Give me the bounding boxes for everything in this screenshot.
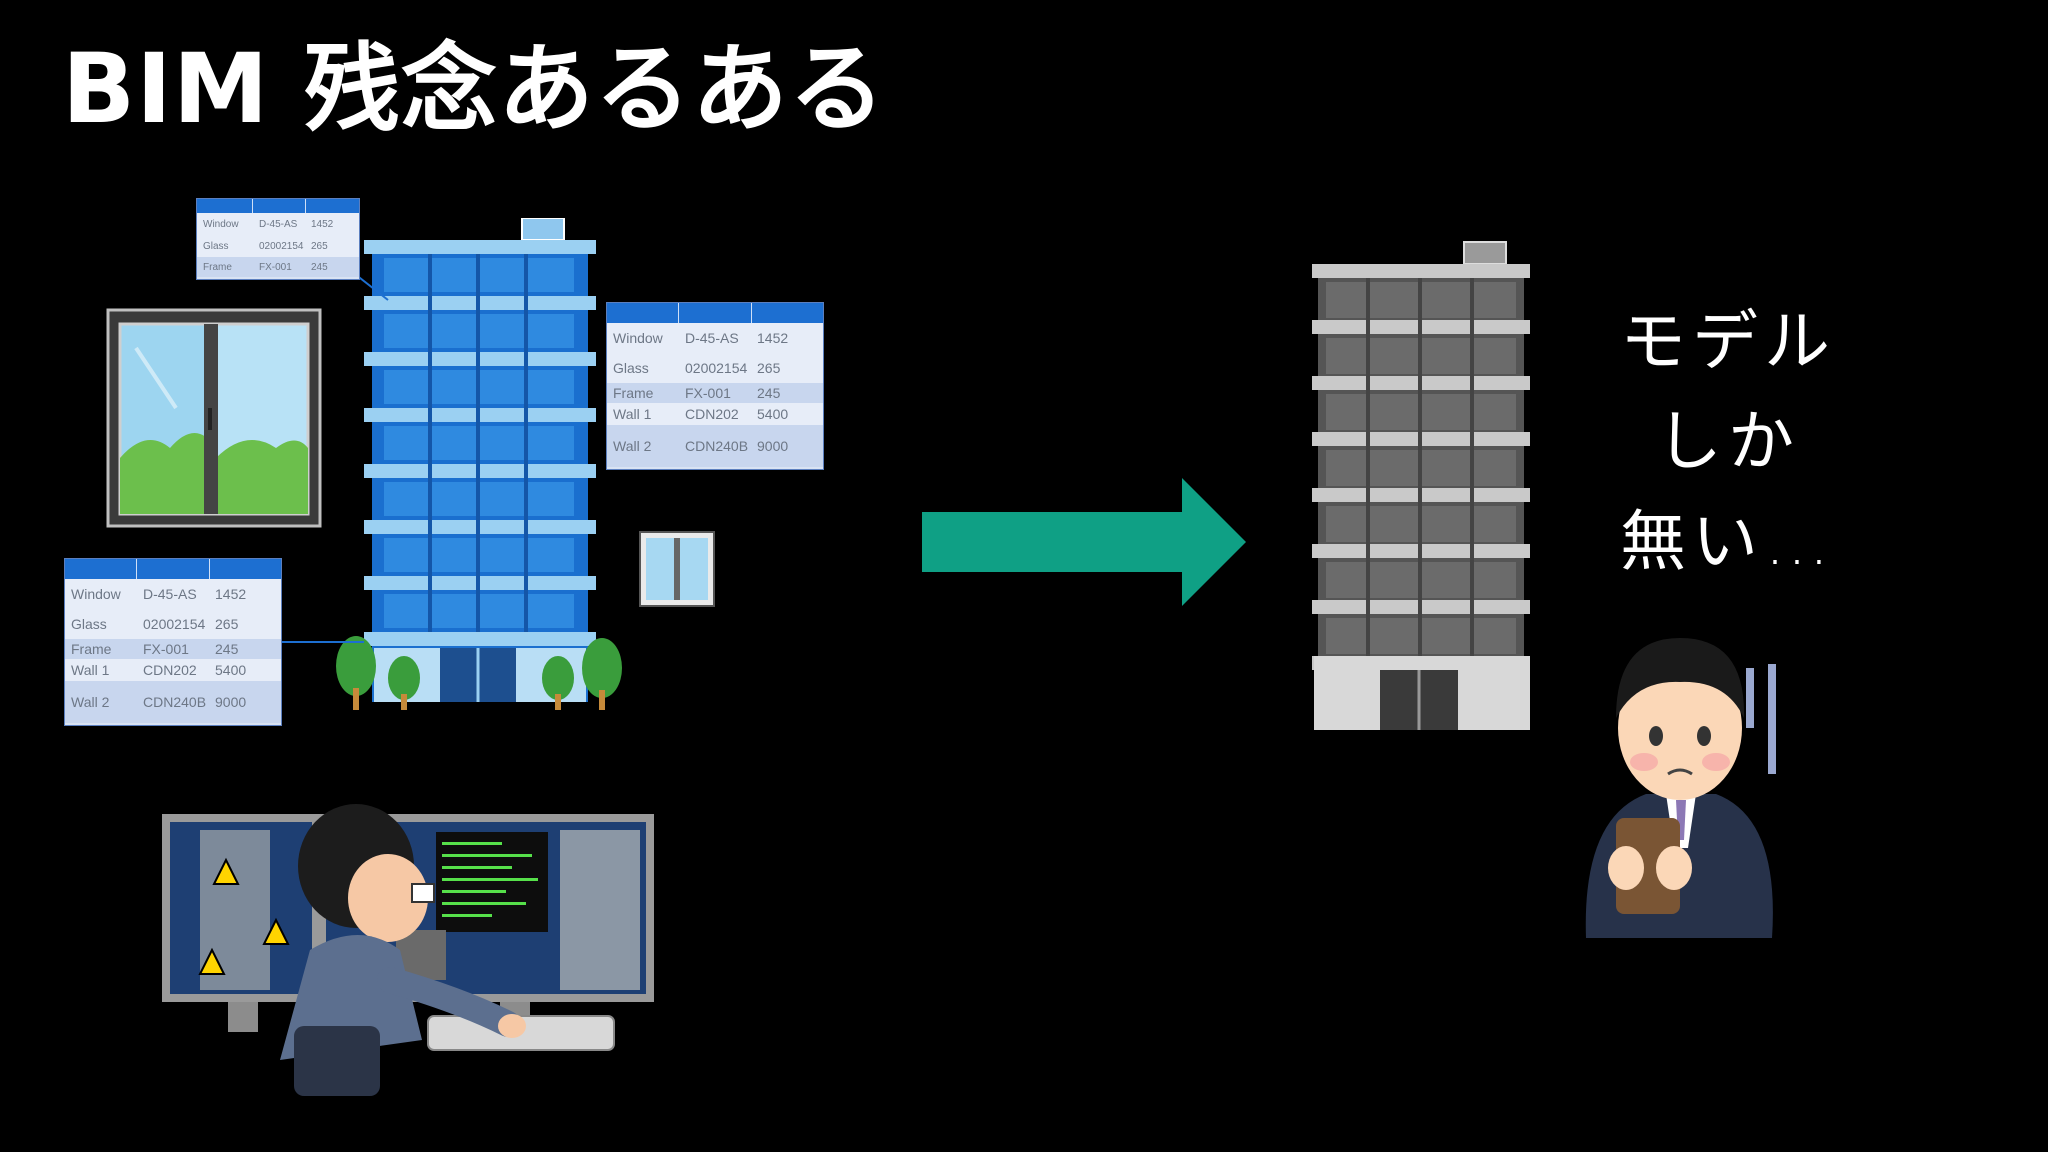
table-cell: Wall 1 [71, 662, 110, 678]
table-cell: 245 [311, 261, 328, 273]
table-cell: Glass [71, 616, 107, 632]
table-cell: CDN202 [685, 406, 739, 422]
table-cell: 5400 [215, 662, 247, 678]
table-row: Glass 02002154 265 [197, 235, 359, 257]
window-icon [106, 308, 322, 528]
table-row: Wall 2 CDN240B 9000 [607, 425, 823, 467]
table-cell: 02002154 [143, 616, 206, 632]
message-text: モデル しか 無い… [1598, 292, 1858, 592]
table-cell: FX-001 [259, 261, 292, 273]
table-cell: Frame [71, 641, 112, 657]
gray-building-icon [1312, 241, 1530, 730]
table-cell: Window [71, 586, 121, 602]
table-cell: 245 [757, 385, 781, 401]
data-table-bottom-left: Window D-45-AS 1452 Glass 02002154 265 F… [64, 558, 282, 726]
message-line: 無い… [1620, 503, 1836, 580]
table-cell: Frame [203, 261, 232, 273]
bim-building-icon [336, 218, 622, 710]
message-line: しか [1656, 403, 1800, 480]
table-row: Wall 1 CDN202 5400 [65, 659, 281, 681]
table-row: Glass 02002154 265 [607, 353, 823, 383]
worried-businessman-icon [1585, 638, 1776, 938]
data-table-right: Window D-45-AS 1452 Glass 02002154 265 F… [606, 302, 824, 470]
table-cell: Window [203, 218, 239, 230]
table-cell: Wall 1 [613, 406, 652, 422]
table-cell: Wall 2 [71, 694, 110, 710]
table-row: Glass 02002154 265 [65, 609, 281, 639]
data-table-top-left: Window D-45-AS 1452 Glass 02002154 265 F… [196, 198, 360, 280]
small-window-icon [639, 531, 715, 607]
table-row: Wall 1 CDN202 5400 [607, 403, 823, 425]
table-cell: 1452 [757, 330, 789, 346]
table-cell: FX-001 [143, 641, 189, 657]
slide-title: BIM 残念あるある [62, 33, 886, 145]
table-cell: 02002154 [259, 240, 304, 252]
table-cell: Frame [613, 385, 654, 401]
table-cell: Window [613, 330, 663, 346]
warning-icon [198, 857, 290, 975]
table-cell: 1452 [215, 586, 247, 602]
table-row: Window D-45-AS 1452 [607, 323, 823, 353]
table-row: Frame FX-001 245 [65, 639, 281, 659]
table-cell: FX-001 [685, 385, 731, 401]
table-cell: 265 [311, 240, 328, 252]
table-cell: 02002154 [685, 360, 748, 376]
table-cell: Glass [613, 360, 649, 376]
table-cell: CDN202 [143, 662, 197, 678]
table-cell: 245 [215, 641, 239, 657]
table-cell: 265 [757, 360, 781, 376]
table-cell: D-45-AS [143, 586, 197, 602]
table-cell: 1452 [311, 218, 334, 230]
table-row: Wall 2 CDN240B 9000 [65, 681, 281, 723]
table-cell: CDN240B [685, 438, 749, 454]
table-cell: Wall 2 [613, 438, 652, 454]
table-row: Window D-45-AS 1452 [65, 579, 281, 609]
table-cell: 9000 [215, 694, 247, 710]
table-cell: 265 [215, 616, 239, 632]
table-cell: D-45-AS [259, 218, 298, 230]
table-cell: 5400 [757, 406, 789, 422]
arrow-right-icon [922, 478, 1246, 606]
message-line: モデル [1620, 303, 1836, 380]
table-row: Window D-45-AS 1452 [197, 213, 359, 235]
table-cell: Glass [203, 240, 229, 252]
table-row: Frame FX-001 245 [197, 257, 359, 277]
table-cell: 9000 [757, 438, 789, 454]
table-cell: CDN240B [143, 694, 207, 710]
table-cell: D-45-AS [685, 330, 739, 346]
table-row: Frame FX-001 245 [607, 383, 823, 403]
engineer-at-computer-icon [162, 804, 654, 1096]
